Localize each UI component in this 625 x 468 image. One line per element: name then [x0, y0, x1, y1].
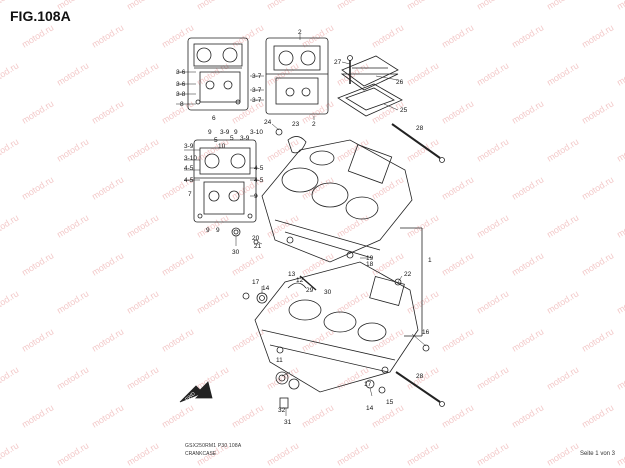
callout-3-9a: 3-9 — [220, 129, 230, 136]
callout-3-9c: 3-9 — [184, 143, 194, 150]
callout-3-9b: 3-9 — [240, 135, 250, 142]
callout-9b: 9 — [234, 129, 238, 136]
callout-28b: 28 — [416, 373, 424, 380]
callout-10: 10 — [218, 143, 226, 150]
callout-15: 15 — [386, 399, 394, 406]
callout-24: 24 — [264, 119, 272, 126]
fwd-arrow-icon — [179, 381, 213, 403]
callout-4-5d: 4-5 — [254, 177, 264, 184]
callout-2b: 2 — [312, 121, 316, 128]
page-indicator: Seite 1 von 3 — [579, 451, 615, 457]
lower-crankcase — [254, 261, 419, 393]
callout-31: 31 — [284, 419, 292, 426]
figure-title: FIG.108A — [10, 8, 71, 24]
callout-9e: 9 — [216, 227, 220, 234]
callout-32: 32 — [278, 407, 286, 414]
callout-3-10b: 3-10 — [184, 155, 197, 162]
callout-30b: 30 — [324, 289, 332, 296]
callout-19: 19 — [366, 255, 374, 262]
callout-1: 1 — [428, 257, 432, 264]
callout-9d: 9 — [206, 227, 210, 234]
cover-plate — [340, 55, 399, 91]
upper-crankcase — [261, 139, 413, 263]
callout-17b: 17 — [364, 381, 372, 388]
catalog-code: GSX250RM1 P30 108A — [185, 443, 242, 449]
callout-4-5a: 4-5 — [184, 165, 194, 172]
callout-2a: 2 — [298, 29, 302, 36]
callout-26: 26 — [396, 79, 404, 86]
callout-labels: 1 2 2 3-6 3-6 3-8 8 3-7 3-7 3-7 6 26 25 … — [176, 29, 432, 426]
callout-3-7b: 3-7 — [252, 87, 262, 94]
seal-23 — [287, 136, 307, 154]
callout-27: 27 — [334, 59, 342, 66]
callout-3-7c: 3-7 — [252, 97, 262, 104]
callout-23: 23 — [292, 121, 300, 128]
callout-25: 25 — [400, 107, 408, 114]
inset-upper-case-side — [265, 37, 329, 115]
gasket — [337, 83, 403, 117]
callout-9c: 9 — [254, 193, 258, 200]
callout-3-7a: 3-7 — [252, 73, 262, 80]
callout-3-6b: 3-6 — [176, 81, 186, 88]
callout-4-5b: 4-5 — [184, 177, 194, 184]
inset-lower-case-bottom — [193, 139, 257, 223]
callout-18: 18 — [366, 261, 374, 268]
callout-21: 21 — [254, 243, 262, 250]
callout-5b: 5 — [230, 135, 234, 142]
callout-8: 8 — [180, 101, 184, 108]
callout-4-5c: 4-5 — [254, 165, 264, 172]
callout-14a: 14 — [262, 285, 270, 292]
callout-11: 11 — [276, 357, 283, 364]
callout-12: 12 — [296, 277, 304, 284]
callout-9a: 9 — [208, 129, 212, 136]
callout-5a: 5 — [214, 137, 218, 144]
callout-13: 13 — [288, 271, 296, 278]
callout-6: 6 — [212, 115, 216, 122]
callout-3-6a: 3-6 — [176, 69, 186, 76]
callout-16: 16 — [422, 329, 430, 336]
callout-28a: 28 — [416, 125, 424, 132]
section-name: CRANKCASE — [185, 451, 217, 457]
callout-14b: 14 — [366, 405, 374, 412]
callout-3-8: 3-8 — [176, 91, 186, 98]
callout-7: 7 — [188, 191, 192, 198]
callout-22: 22 — [404, 271, 412, 278]
inset-upper-case-top — [187, 37, 249, 111]
callout-3-10a: 3-10 — [250, 129, 263, 136]
callout-20: 20 — [252, 235, 260, 242]
callout-30a: 30 — [232, 249, 240, 256]
callout-17a: 17 — [252, 279, 260, 286]
callout-29: 29 — [306, 287, 314, 294]
